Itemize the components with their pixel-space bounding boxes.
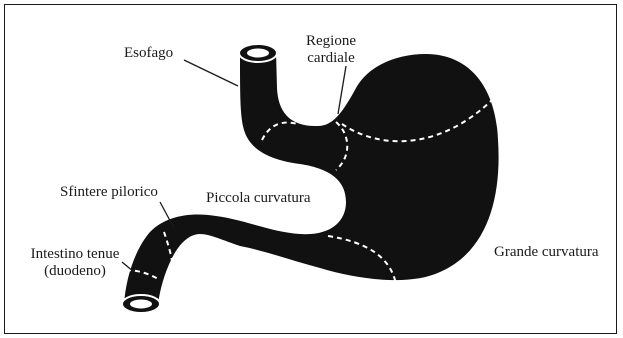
leader-regione xyxy=(338,66,346,114)
label-esofago: Esofago xyxy=(124,45,173,62)
stomach-body xyxy=(124,51,499,305)
esophagus-lumen xyxy=(247,49,269,58)
label-intestino-line1: Intestino tenue xyxy=(20,246,130,263)
label-piccola-curvatura: Piccola curvatura xyxy=(206,190,311,207)
label-sfintere-pilorico: Sfintere pilorico xyxy=(60,184,158,201)
label-regione-line2: cardiale xyxy=(296,50,366,67)
label-regione-line1: Regione xyxy=(296,33,366,50)
duodenum-lumen xyxy=(130,300,152,309)
label-grande-curvatura: Grande curvatura xyxy=(494,244,599,261)
label-regione-cardiale: Regione cardiale xyxy=(296,33,366,67)
label-intestino-line2: (duodeno) xyxy=(20,263,130,280)
label-intestino-tenue: Intestino tenue (duodeno) xyxy=(20,246,130,280)
leader-esofago xyxy=(184,60,238,86)
